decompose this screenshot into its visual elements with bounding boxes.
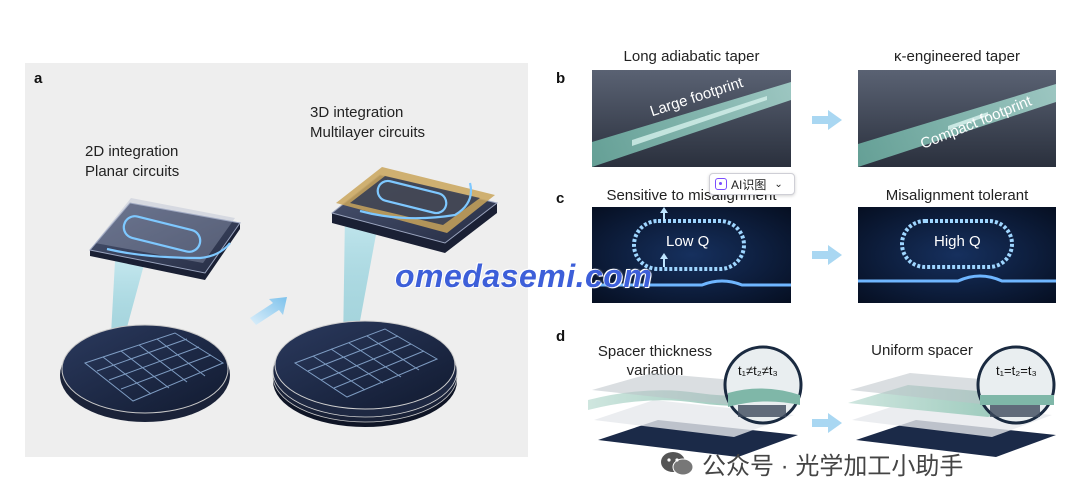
panel-b-right-title: κ-engineered taper [894, 48, 1020, 65]
ai-sparkle-icon [715, 178, 727, 190]
panel-d-left-formula: t₁≠t₂≠t₃ [738, 363, 778, 378]
wechat-icon [661, 451, 694, 475]
left-wafer-grid [83, 332, 225, 402]
panel-c-left-tag: Low Q [666, 233, 710, 250]
panel-c-arrow [812, 245, 842, 265]
panel-d-left-image [588, 345, 803, 457]
left-chip-side [90, 223, 240, 280]
panel-b-letter: b [556, 70, 566, 87]
right-wafer-grid [293, 328, 439, 398]
high-q-bus [858, 274, 1056, 283]
left-chip-cladding [95, 198, 235, 263]
right-chip-top-window [350, 176, 480, 225]
caption-3d-line1: 3D integration [310, 104, 404, 121]
right-beam [343, 213, 380, 348]
panel-c-letter: c [556, 190, 565, 207]
compact-taper-tip [948, 112, 988, 130]
panel-c-right-tag: High Q [934, 233, 981, 250]
footer-text: 公众号 · 光学加工小助手 [702, 453, 964, 480]
high-q-ring [900, 219, 1014, 269]
base-layer-right [856, 420, 1056, 457]
panel-a-illustration [60, 167, 499, 427]
panel-d-right-image [848, 345, 1056, 457]
panel-b-arrow [812, 110, 842, 130]
taper-tip [632, 96, 767, 146]
right-wafer [274, 320, 456, 410]
panel-c-right-title: Misalignment tolerant [885, 187, 1029, 204]
panel-d-left-title-line1: Spacer thickness [597, 343, 713, 360]
panel-c-left-image [592, 207, 791, 303]
panel-d-right-formula: t₁=t₂=t₃ [996, 363, 1037, 378]
panel-a-letter: a [34, 70, 43, 87]
base-layer [598, 420, 798, 457]
low-q-ring [632, 219, 746, 271]
panel-a-2d-caption: 2D integration Planar circuits [85, 142, 179, 182]
ai-recognize-button[interactable]: AI识图 ⌄ [709, 173, 795, 195]
spacer-layer [594, 400, 794, 437]
ai-button-label: AI识图 [731, 177, 767, 192]
caption-2d-line1: 2D integration [85, 143, 179, 160]
panel-b-right-image [858, 70, 1056, 167]
right-chip-waveguide [359, 179, 473, 220]
low-q-bus [592, 279, 791, 287]
left-chip-waveguide [106, 215, 231, 260]
panel-a-3d-caption: 3D integration Multilayer circuits [310, 103, 425, 143]
panel-c-right-image [858, 207, 1056, 303]
panel-b-left-title: Long adiabatic taper [623, 48, 760, 65]
spacer-layer-right [852, 400, 1052, 437]
panel-d-right-title: Uniform spacer [871, 342, 973, 359]
panel-d-arrow [812, 413, 842, 433]
panel-b-left-image [592, 70, 791, 167]
zoom-lens [723, 345, 803, 425]
right-chip-bottom-side [332, 203, 497, 253]
chevron-down-icon: ⌄ [774, 178, 783, 190]
site-watermark: omedasemi.com [395, 258, 653, 294]
panel-d-letter: d [556, 328, 566, 345]
caption-2d-line2: Planar circuits [85, 163, 180, 180]
panel-a-arrow [250, 297, 287, 325]
footer-watermark: 公众号 · 光学加工小助手 [660, 446, 963, 481]
caption-3d-line2: Multilayer circuits [310, 124, 426, 141]
